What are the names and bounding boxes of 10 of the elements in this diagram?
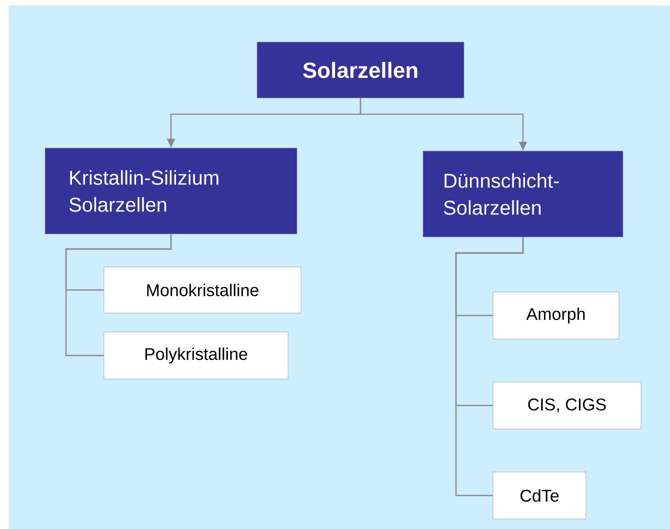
type-box: CIS, CIGS [492,382,642,430]
type-box: Polykristalline [104,332,288,380]
type-box: CdTe [492,472,586,520]
category-box: Kristallin-Silizium Solarzellen [44,148,298,234]
title-box: Solarzellen [256,42,464,98]
type-box: Monokristalline [104,266,302,314]
type-box: Amorph [492,292,620,340]
connector [455,237,524,496]
connector [65,234,172,356]
category-box: Dünnschicht- Solarzellen [422,150,624,238]
